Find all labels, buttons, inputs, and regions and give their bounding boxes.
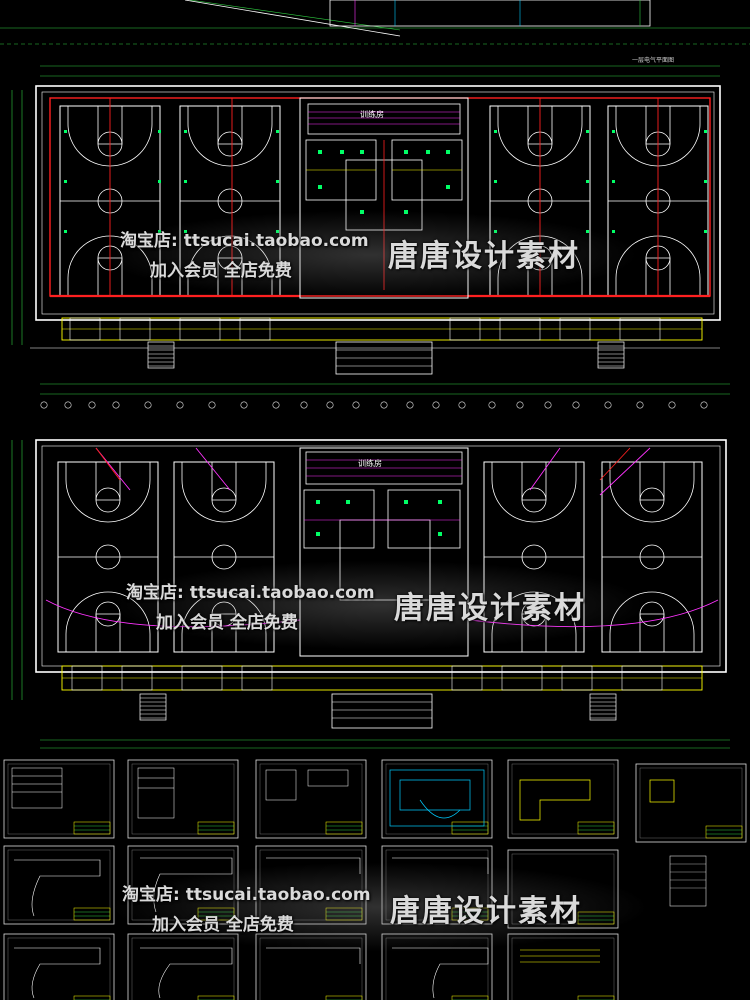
watermark-shop-url: 淘宝店: ttsucai.taobao.com bbox=[122, 885, 371, 905]
floor-plan-2: 训练房 bbox=[11, 383, 730, 749]
watermark-membership: 加入会员 全店免费 bbox=[152, 915, 294, 935]
watermark-shop-url: 淘宝店: ttsucai.taobao.com bbox=[120, 231, 369, 251]
watermark-haze bbox=[110, 560, 650, 650]
watermark-brand: 唐唐设计素材 bbox=[390, 894, 582, 929]
watermark-membership: 加入会员 全店免费 bbox=[156, 613, 298, 633]
floor-plan-1: 训练房 一层电气平面图 bbox=[11, 56, 721, 375]
watermark-haze bbox=[100, 210, 640, 300]
drawing-title-note-1: 一层电气平面图 bbox=[632, 56, 674, 64]
watermark-haze bbox=[110, 862, 650, 952]
room-label-training-1: 训练房 bbox=[360, 109, 384, 119]
watermark-brand: 唐唐设计素材 bbox=[388, 239, 580, 274]
watermark-membership: 加入会员 全店免费 bbox=[150, 261, 292, 281]
room-label-training-2: 训练房 bbox=[358, 458, 382, 468]
watermark-shop-url: 淘宝店: ttsucai.taobao.com bbox=[126, 583, 375, 603]
cropped-top-drawing bbox=[0, 0, 750, 45]
drawing-sheet-thumbnails bbox=[3, 759, 747, 1000]
watermark-brand: 唐唐设计素材 bbox=[394, 591, 586, 626]
